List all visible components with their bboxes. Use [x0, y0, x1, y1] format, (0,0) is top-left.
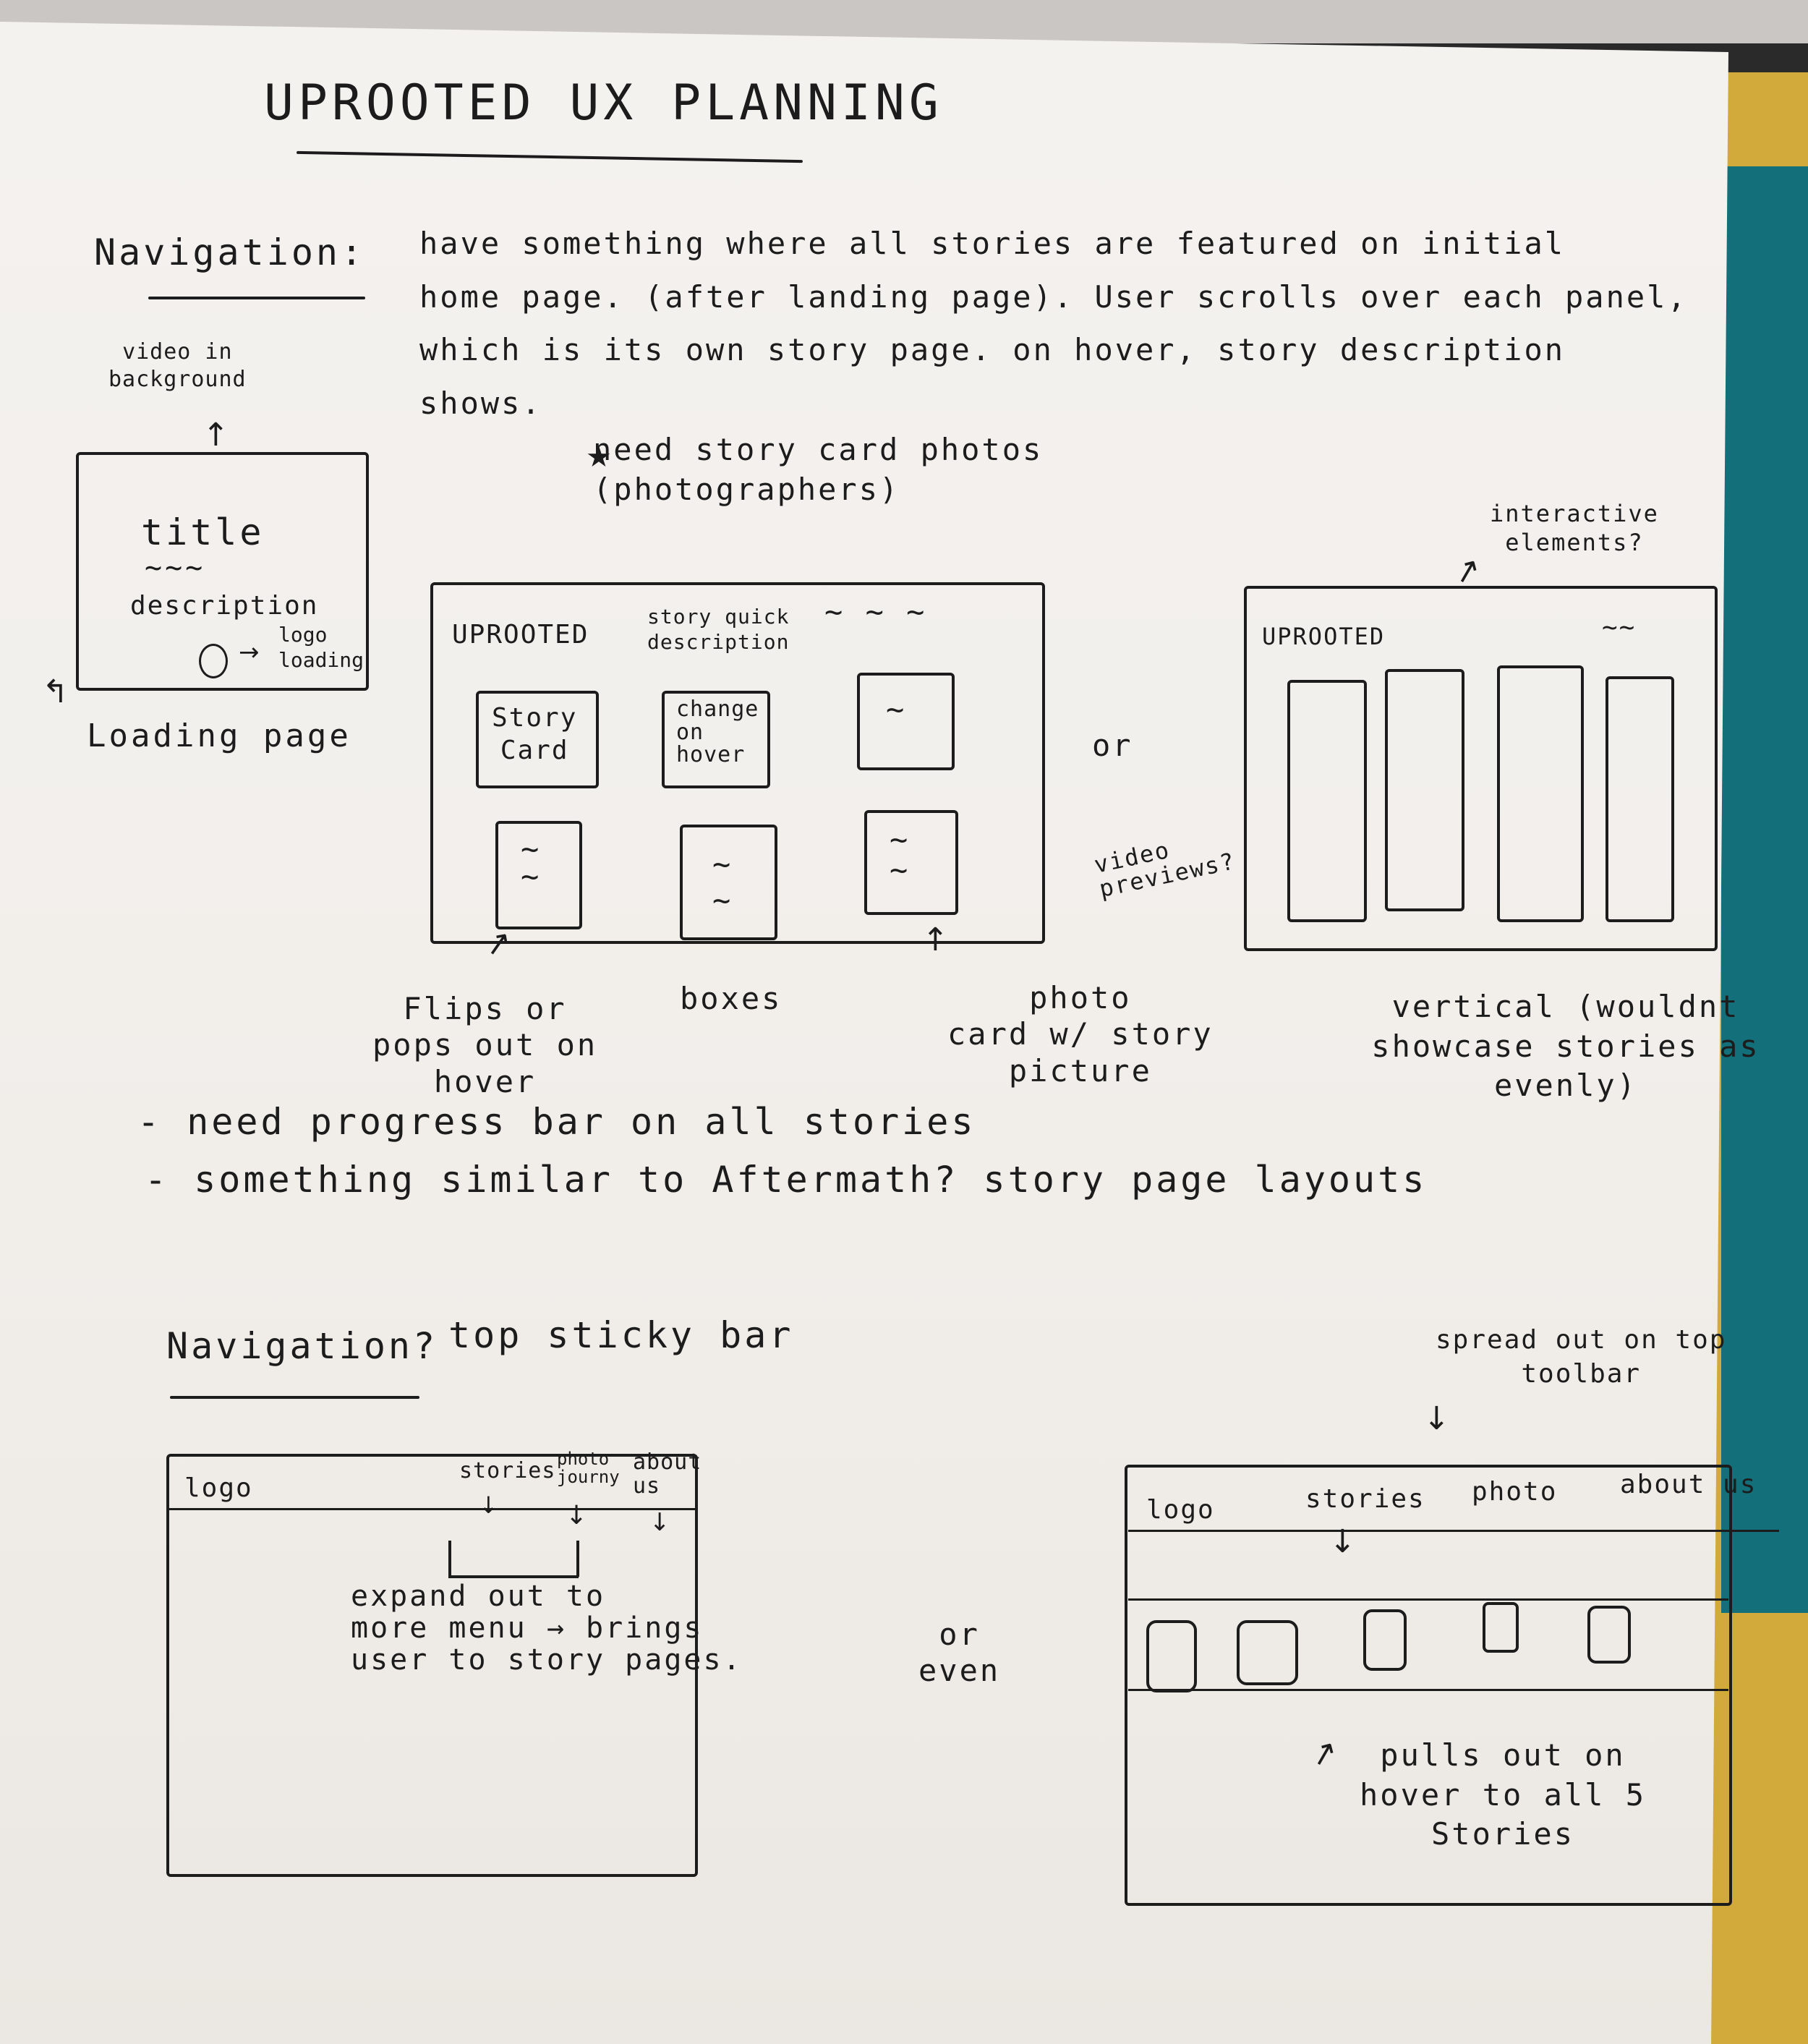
hover-card-box [662, 691, 770, 788]
squiggle: ~ [886, 691, 907, 727]
squiggle: ~ ~ [712, 846, 733, 919]
bullet-progress-bar: - need progress bar on all stories [137, 1101, 976, 1143]
bracket-left [448, 1541, 451, 1577]
sticky-bar-line [166, 1508, 698, 1510]
background-folder-teal [1721, 166, 1808, 1613]
loading-caption: Loading page [87, 717, 351, 754]
toolbar-stories: stories [1305, 1484, 1425, 1514]
bracket-bottom [448, 1575, 579, 1578]
boxes-caption: boxes [680, 981, 783, 1016]
menu-squiggles: ~ ~ ~ [824, 594, 927, 629]
photo-card-box-2 [495, 821, 582, 929]
arrow-down-icon: ↓ [1423, 1400, 1450, 1437]
nav-label-underline [148, 297, 365, 299]
boxes-header: UPROOTED [452, 620, 589, 650]
vertical-panel-4 [1606, 676, 1674, 922]
logo-circle-icon [199, 644, 228, 678]
story-card-box [476, 691, 599, 788]
curved-arrow-icon: ↰ [42, 673, 69, 710]
sticky-stories: stories [459, 1458, 556, 1483]
sticky-photo: photo journy [557, 1449, 620, 1488]
arrow-up-icon: ↑ [202, 417, 229, 453]
loading-title: title [141, 511, 265, 553]
arrow-down-icon: ↓ [566, 1501, 588, 1530]
loading-page-sketch [76, 452, 369, 691]
photo-card-caption: photo card w/ story picture [947, 980, 1214, 1089]
photo-note: need story card photos (photographers) [593, 432, 1044, 507]
arrow-up-icon: ↑ [922, 921, 949, 958]
hover-card-label: change on hover [676, 697, 759, 767]
toolbar-line-2 [1128, 1598, 1728, 1601]
page-title: UPROOTED UX PLANNING [264, 74, 943, 132]
toolbar-photo: photo [1472, 1477, 1558, 1507]
photo-card-box-1 [857, 673, 955, 770]
toolbar-top-note: spread out on top toolbar [1436, 1325, 1727, 1389]
toolbar-about: about us [1620, 1470, 1757, 1499]
nav2-label-underline [170, 1396, 419, 1399]
or-even-label: or even [918, 1617, 1001, 1689]
photo-card-box-3 [680, 825, 777, 940]
sticky-logo: logo [184, 1473, 253, 1503]
squiggle: ~ ~ [521, 831, 542, 894]
squiggle: ~ ~ [890, 822, 911, 887]
vertical-caption: vertical (wouldnt showcase stories as ev… [1371, 989, 1760, 1104]
quick-description: story quick description [647, 605, 790, 654]
or-label: or [1092, 728, 1133, 763]
vertical-panel-2 [1385, 669, 1464, 911]
toolbar-logo: logo [1146, 1495, 1215, 1525]
star-icon: ★ [586, 440, 612, 474]
vertical-panel-3 [1497, 665, 1584, 922]
menu-squiggle: ~~ [1602, 613, 1637, 642]
sticky-about: about us [633, 1449, 702, 1499]
logo-loading-note: logo loading [278, 623, 364, 672]
nav2-section-text: top sticky bar [448, 1314, 794, 1356]
arrow-right-icon: → [239, 638, 260, 667]
squiggle: ~~~ [145, 551, 206, 584]
photo-card-box-4 [864, 810, 958, 915]
loading-description: description [130, 591, 319, 621]
loading-top-note: video in background [108, 339, 247, 392]
story-thumb-4 [1483, 1602, 1519, 1653]
vertical-header: UPROOTED [1262, 623, 1386, 650]
arrow-down-icon: ↓ [649, 1508, 670, 1537]
toolbar-sketch [1125, 1465, 1732, 1906]
bullet-aftermath: - something similar to Aftermath? story … [145, 1159, 1428, 1201]
story-thumb-1 [1146, 1620, 1197, 1692]
sticky-bar-sketch [166, 1454, 698, 1877]
toolbar-line-3 [1128, 1689, 1728, 1691]
story-thumb-3 [1363, 1609, 1407, 1671]
nav2-section-label: Navigation? [166, 1325, 438, 1367]
arrow-down-icon: ↓ [479, 1491, 498, 1519]
story-card-label: Story Card [492, 703, 578, 765]
interactive-note: interactive elements? [1490, 500, 1659, 556]
bracket-right [576, 1541, 579, 1577]
nav-section-label: Navigation: [94, 231, 366, 273]
vertical-panel-1 [1287, 680, 1367, 922]
nav-section-text: have something where all stories are fea… [419, 226, 1688, 421]
paper-sheet [0, 22, 1728, 2044]
boxes-layout-sketch [430, 582, 1045, 944]
vertical-layout-sketch [1244, 586, 1718, 951]
story-thumb-5 [1587, 1606, 1631, 1664]
sticky-note: expand out to more menu → brings user to… [351, 1580, 743, 1677]
flips-caption: Flips or pops out on hover [372, 991, 598, 1099]
story-thumb-2 [1237, 1620, 1298, 1685]
arrow-down-icon: ↓ [1329, 1523, 1356, 1560]
toolbar-line-1 [1128, 1530, 1779, 1532]
toolbar-note: pulls out on hover to all 5 Stories [1360, 1737, 1647, 1852]
